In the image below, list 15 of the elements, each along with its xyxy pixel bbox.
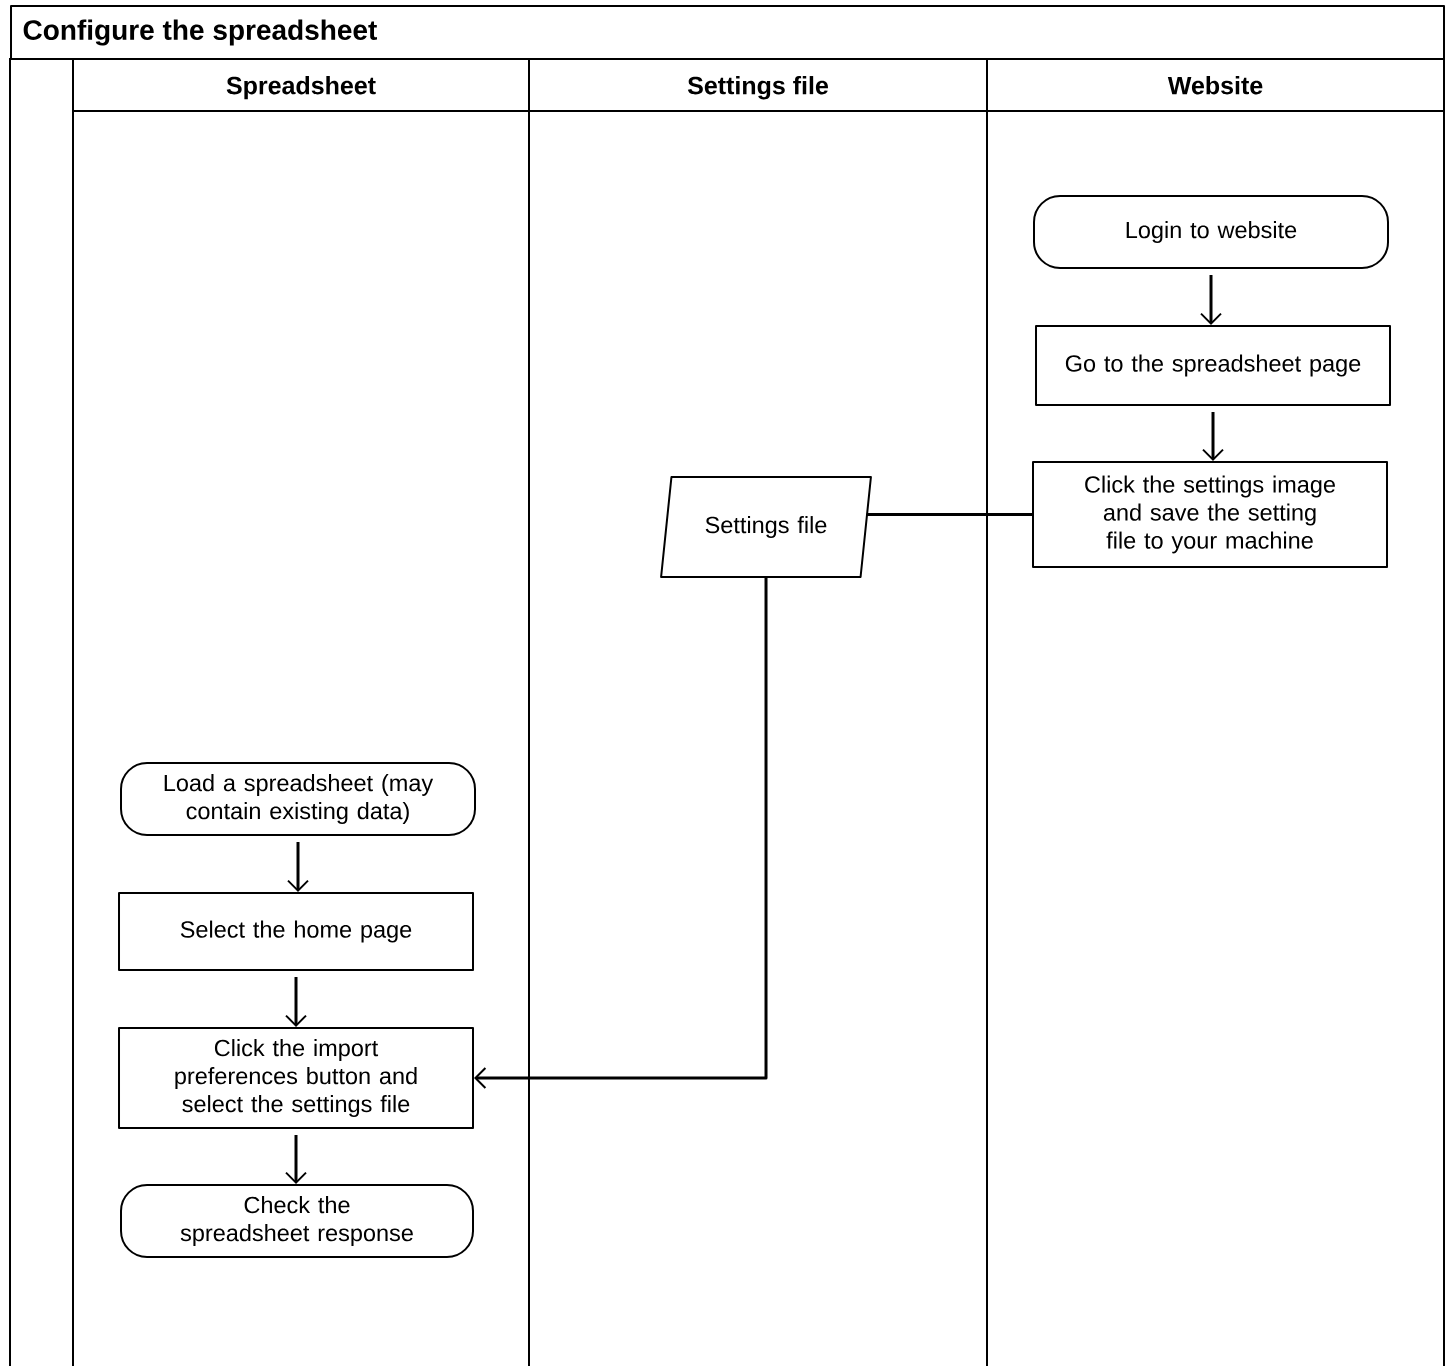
arrow xyxy=(474,578,768,1089)
arrow xyxy=(287,842,309,892)
terminal-box: Check the spreadsheet response xyxy=(120,1184,474,1258)
terminal-box: Load a spreadsheet (may contain existing data) xyxy=(120,762,476,836)
process-box: Select the home page xyxy=(118,892,474,971)
arrow xyxy=(285,1135,307,1184)
arrow xyxy=(1202,412,1224,461)
terminal-box: Login to website xyxy=(1033,195,1389,269)
process-box: Click the import preferences button and select the settings file xyxy=(118,1027,474,1129)
arrow xyxy=(285,977,307,1027)
process-box: Click the settings image and save the setting file to your machine xyxy=(1032,461,1388,568)
arrow xyxy=(1200,275,1222,325)
title-bar: Configure the spreadsheet xyxy=(10,5,1445,60)
process-box: Go to the spreadsheet page xyxy=(1035,325,1391,406)
data-parallelogram: Settings file xyxy=(660,476,872,578)
